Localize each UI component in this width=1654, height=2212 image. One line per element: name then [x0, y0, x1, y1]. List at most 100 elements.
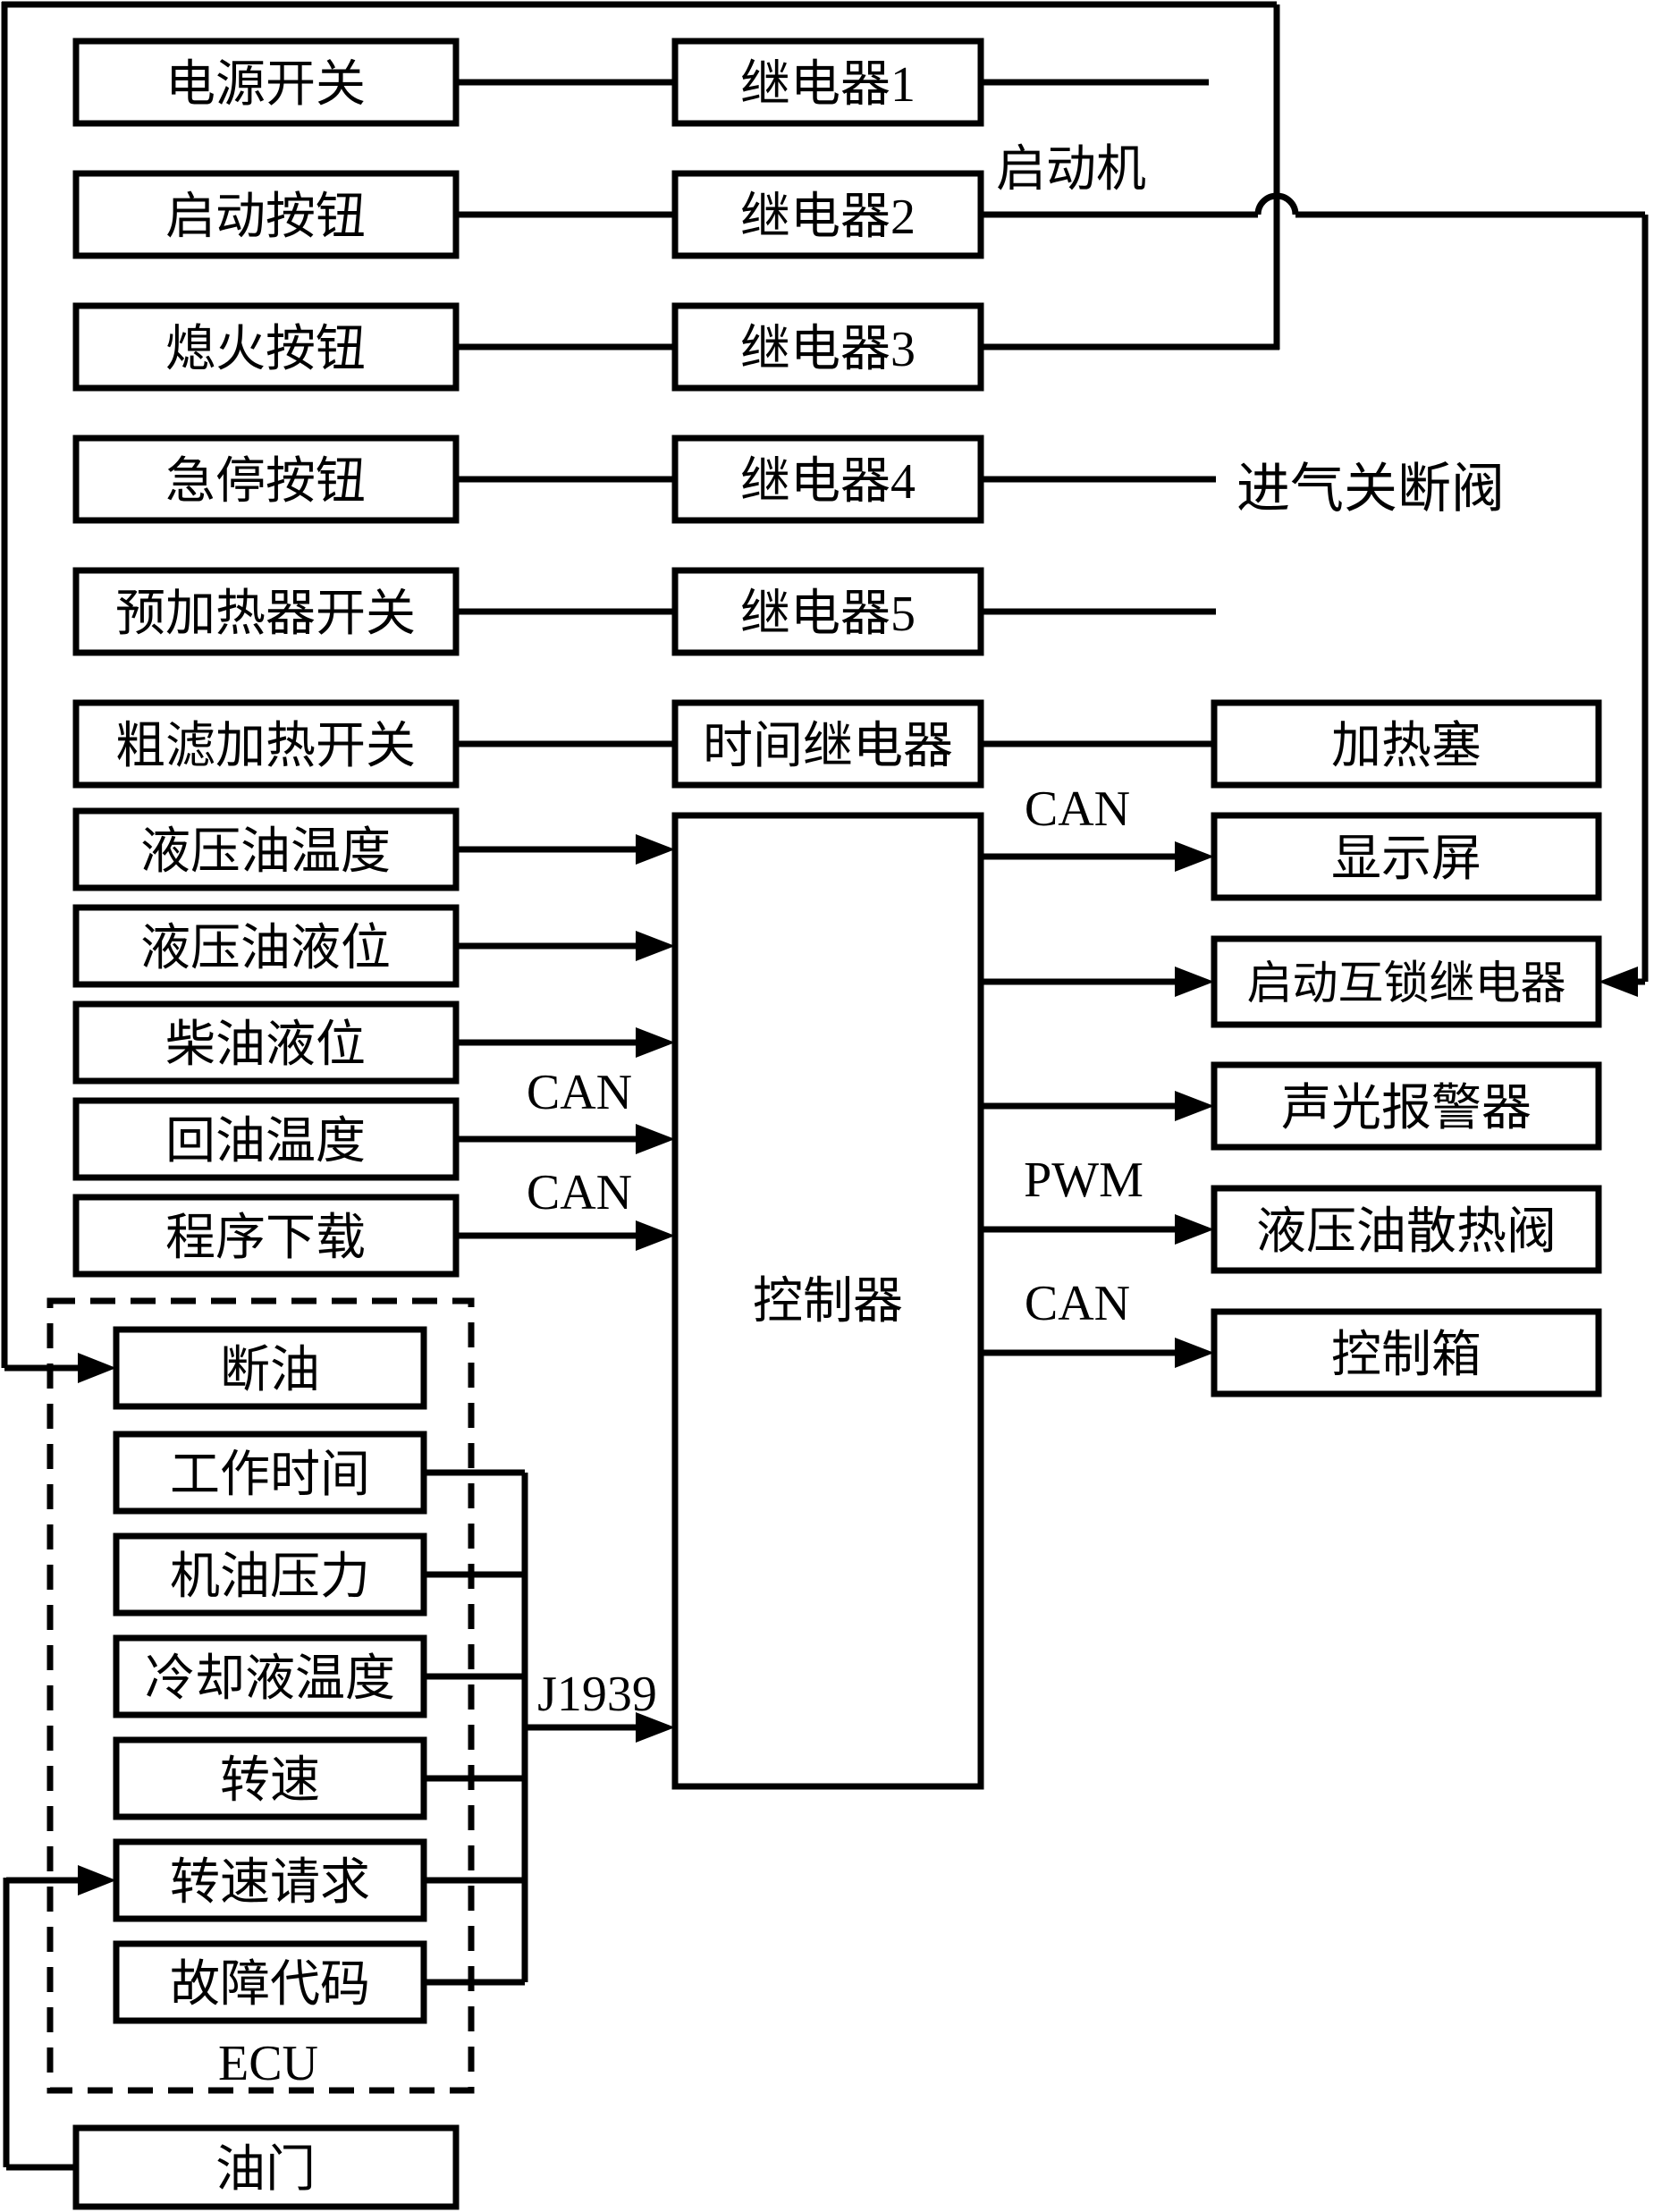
- node-fault-code: 故障代码: [113, 1940, 427, 2024]
- node-box: [1211, 1061, 1602, 1151]
- node-relay4: 继电器4: [671, 435, 984, 524]
- node-label: 转速请求: [170, 1855, 370, 1911]
- node-label: 冷却液温度: [145, 1651, 395, 1707]
- node-label: 显示屏: [1331, 832, 1481, 887]
- arrowhead-interlock-right: [1599, 967, 1638, 997]
- arrowhead-hydoiltemp: [636, 834, 675, 865]
- node-label: 加热塞: [1331, 719, 1481, 774]
- node-label: 控制箱: [1331, 1328, 1481, 1383]
- label-pwm: PWM: [1024, 1152, 1143, 1208]
- node-box: [113, 1940, 427, 2024]
- node-label: 预加热器开关: [115, 587, 416, 642]
- node-relay5: 继电器5: [671, 567, 984, 656]
- node-relay3: 继电器3: [671, 302, 984, 392]
- node-label: 继电器2: [740, 190, 916, 245]
- node-diesel-level: 柴油液位: [72, 1000, 460, 1085]
- node-glow-plug: 加热塞: [1211, 699, 1602, 789]
- node-label: 工作时间: [170, 1448, 370, 1503]
- node-label: 继电器5: [740, 587, 916, 642]
- node-box: [72, 1097, 460, 1181]
- node-label: 液压油液位: [140, 921, 391, 976]
- node-box: [72, 1000, 460, 1085]
- node-box: [671, 567, 984, 656]
- arrowhead-returnoiltemp: [636, 1124, 675, 1154]
- node-label: 程序下载: [165, 1211, 366, 1266]
- node-label: 时间继电器: [703, 719, 953, 774]
- node-box: [1211, 812, 1602, 901]
- node-return-oil-temp: 回油温度: [72, 1097, 460, 1181]
- arrowhead-alarm: [1175, 1091, 1214, 1121]
- node-label: 故障代码: [170, 1957, 370, 2013]
- arrowhead-interlock: [1175, 967, 1214, 997]
- node-box: [113, 1326, 427, 1410]
- arrowhead-fuelcut: [78, 1353, 116, 1383]
- node-display-screen: 显示屏: [1211, 812, 1602, 901]
- node-label: 电源开关: [165, 57, 366, 113]
- node-throttle: 油门: [72, 2124, 460, 2210]
- node-label: 机油压力: [170, 1549, 370, 1605]
- node-label: 继电器1: [740, 57, 916, 113]
- node-label: 启动互锁继电器: [1246, 959, 1565, 1009]
- node-box: [113, 1838, 427, 1922]
- node-box: [671, 812, 984, 1790]
- node-label: 液压油温度: [140, 824, 391, 880]
- node-label: 油门: [215, 2142, 316, 2198]
- node-start-button: 启动按钮: [72, 170, 460, 259]
- node-start-interlock-relay: 启动互锁继电器: [1211, 935, 1602, 1028]
- node-stop-button: 熄火按钮: [72, 302, 460, 392]
- node-box: [1211, 1308, 1602, 1397]
- node-estop-button: 急停按钮: [72, 435, 460, 524]
- arrowhead-hydoillevel: [636, 931, 675, 961]
- label-can-program-download: CAN: [527, 1165, 632, 1220]
- node-control-box: 控制箱: [1211, 1308, 1602, 1397]
- node-box: [72, 302, 460, 392]
- label-starter: 启动机: [996, 142, 1146, 198]
- node-label: 断油: [220, 1343, 320, 1398]
- node-box: [113, 1736, 427, 1820]
- node-box: [1211, 699, 1602, 789]
- node-label: 启动按钮: [165, 190, 366, 245]
- node-engine-oil-pressure: 机油压力: [113, 1532, 427, 1617]
- node-label: 控制器: [753, 1274, 903, 1330]
- label-j1939: J1939: [537, 1667, 657, 1722]
- node-coolant-temp: 冷却液温度: [113, 1634, 427, 1718]
- node-box: [72, 807, 460, 891]
- node-box: [72, 1194, 460, 1278]
- node-label: 熄火按钮: [165, 322, 366, 377]
- node-box: [72, 699, 460, 789]
- node-box: [113, 1532, 427, 1617]
- ecu-group-label: ECU: [218, 2036, 318, 2091]
- node-program-download: 程序下载: [72, 1194, 460, 1278]
- node-box: [671, 38, 984, 127]
- node-hyd-oil-cooling-valve: 液压油散热阀: [1211, 1185, 1602, 1274]
- node-box: [671, 435, 984, 524]
- label-can-control-box: CAN: [1025, 1276, 1130, 1331]
- node-hyd-oil-level: 液压油液位: [72, 904, 460, 988]
- node-label: 继电器3: [740, 322, 916, 377]
- arrowhead-j1939: [636, 1712, 675, 1743]
- node-relay2: 继电器2: [671, 170, 984, 259]
- node-box: [72, 170, 460, 259]
- label-intake-shutoff-valve: 进气关断阀: [1236, 460, 1505, 519]
- wire-hop-arc: [1254, 192, 1299, 215]
- node-sound-light-alarm: 声光报警器: [1211, 1061, 1602, 1151]
- node-label: 液压油散热阀: [1256, 1204, 1557, 1260]
- node-label: 柴油液位: [165, 1017, 366, 1073]
- node-label: 回油温度: [165, 1114, 366, 1169]
- node-label: 粗滤加热开关: [115, 719, 416, 774]
- node-time-relay: 时间继电器: [671, 699, 984, 789]
- node-power-switch: 电源开关: [72, 38, 460, 127]
- node-box: [72, 435, 460, 524]
- node-box: [72, 38, 460, 127]
- label-can-display: CAN: [1025, 781, 1130, 837]
- node-box: [1211, 935, 1602, 1028]
- node-label: 转速: [220, 1753, 320, 1809]
- label-can-return-oil: CAN: [527, 1065, 632, 1120]
- node-label: 急停按钮: [165, 454, 366, 510]
- node-preheater-switch: 预加热器开关: [72, 567, 460, 656]
- node-box: [72, 904, 460, 988]
- node-box: [72, 567, 460, 656]
- node-fuel-cut: 断油: [113, 1326, 427, 1410]
- node-speed-request: 转速请求: [113, 1838, 427, 1922]
